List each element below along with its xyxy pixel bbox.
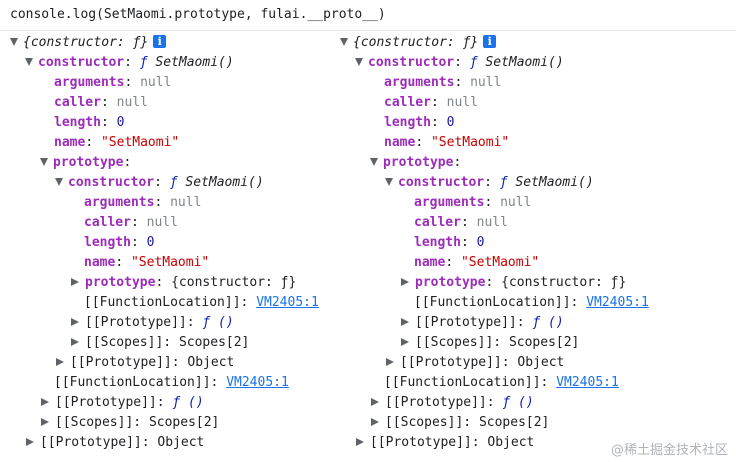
- property-caller: caller: null: [54, 95, 148, 110]
- object-summary: {constructor: ƒ}: [23, 35, 149, 50]
- function-location-link[interactable]: VM2405:1: [256, 295, 319, 310]
- collapse-triangle-icon[interactable]: [56, 357, 64, 366]
- property-name: name: "SetMaomi": [414, 255, 540, 270]
- property-arguments: arguments: null: [54, 75, 172, 90]
- property-length: length: 0: [54, 115, 125, 130]
- collapse-triangle-icon[interactable]: [71, 317, 79, 326]
- tree-node-scopes[interactable]: [[Scopes]]: Scopes[2]: [370, 413, 549, 433]
- property-function-location: [[FunctionLocation]]: VM2405:1: [54, 375, 289, 390]
- property-caller: caller: null: [414, 215, 508, 230]
- property-length: length: 0: [384, 115, 455, 130]
- property-function-location: [[FunctionLocation]]: VM2405:1: [384, 375, 619, 390]
- expand-triangle-icon[interactable]: [370, 157, 378, 166]
- tree-node-internal-prototype[interactable]: [[Prototype]]: ƒ (): [400, 313, 564, 333]
- collapse-triangle-icon[interactable]: [41, 397, 49, 406]
- property-name: name: "SetMaomi": [54, 135, 180, 150]
- expand-triangle-icon[interactable]: [55, 177, 63, 186]
- tree-node-prototype[interactable]: prototype:: [370, 153, 461, 173]
- tree-node-inner-prototype[interactable]: prototype: {constructor: ƒ}: [70, 273, 296, 293]
- object-summary: {constructor: ƒ}: [353, 35, 479, 50]
- tree-node-internal-prototype[interactable]: [[Prototype]]: Object: [25, 433, 204, 453]
- tree-node-internal-prototype[interactable]: [[Prototype]]: Object: [55, 353, 234, 373]
- expand-triangle-icon[interactable]: [10, 37, 18, 46]
- property-arguments: arguments: null: [384, 75, 502, 90]
- collapse-triangle-icon[interactable]: [401, 277, 409, 286]
- tree-node-internal-prototype[interactable]: [[Prototype]]: Object: [355, 433, 534, 453]
- property-name: name: "SetMaomi": [84, 255, 210, 270]
- collapse-triangle-icon[interactable]: [356, 437, 364, 446]
- expand-triangle-icon[interactable]: [25, 57, 33, 66]
- collapse-triangle-icon[interactable]: [401, 337, 409, 346]
- expand-triangle-icon[interactable]: [340, 37, 348, 46]
- expand-triangle-icon[interactable]: [40, 157, 48, 166]
- collapse-triangle-icon[interactable]: [371, 417, 379, 426]
- tree-node-constructor[interactable]: constructor: ƒ SetMaomi(): [25, 53, 234, 73]
- property-function-location: [[FunctionLocation]]: VM2405:1: [414, 295, 649, 310]
- tree-node-inner-constructor[interactable]: constructor: ƒ SetMaomi(): [55, 173, 264, 193]
- function-location-link[interactable]: VM2405:1: [556, 375, 619, 390]
- tree-root[interactable]: {constructor: ƒ} i: [10, 33, 167, 53]
- tree-node-internal-prototype[interactable]: [[Prototype]]: ƒ (): [370, 393, 534, 413]
- collapse-triangle-icon[interactable]: [386, 357, 394, 366]
- expand-triangle-icon[interactable]: [385, 177, 393, 186]
- tree-root[interactable]: {constructor: ƒ} i: [340, 33, 497, 53]
- tree-node-internal-prototype[interactable]: [[Prototype]]: ƒ (): [40, 393, 204, 413]
- property-length: length: 0: [84, 235, 155, 250]
- tree-node-prototype[interactable]: prototype:: [40, 153, 131, 173]
- tree-node-internal-prototype[interactable]: [[Prototype]]: ƒ (): [70, 313, 234, 333]
- collapse-triangle-icon[interactable]: [71, 277, 79, 286]
- collapse-triangle-icon[interactable]: [41, 417, 49, 426]
- tree-node-scopes[interactable]: [[Scopes]]: Scopes[2]: [400, 333, 579, 353]
- property-caller: caller: null: [384, 95, 478, 110]
- watermark: @稀土掘金技术社区: [610, 443, 728, 458]
- function-location-link[interactable]: VM2405:1: [226, 375, 289, 390]
- property-caller: caller: null: [84, 215, 178, 230]
- console-command: console.log(SetMaomi.prototype, fulai.__…: [0, 0, 736, 31]
- property-function-location: [[FunctionLocation]]: VM2405:1: [84, 295, 319, 310]
- tree-node-inner-prototype[interactable]: prototype: {constructor: ƒ}: [400, 273, 626, 293]
- property-name: name: "SetMaomi": [384, 135, 510, 150]
- tree-node-scopes[interactable]: [[Scopes]]: Scopes[2]: [70, 333, 249, 353]
- function-location-link[interactable]: VM2405:1: [586, 295, 649, 310]
- info-icon[interactable]: i: [483, 35, 497, 48]
- property-arguments: arguments: null: [84, 195, 202, 210]
- tree-node-inner-constructor[interactable]: constructor: ƒ SetMaomi(): [385, 173, 594, 193]
- tree-node-scopes[interactable]: [[Scopes]]: Scopes[2]: [40, 413, 219, 433]
- info-icon[interactable]: i: [153, 35, 167, 48]
- collapse-triangle-icon[interactable]: [26, 437, 34, 446]
- collapse-triangle-icon[interactable]: [371, 397, 379, 406]
- tree-node-constructor[interactable]: constructor: ƒ SetMaomi(): [355, 53, 564, 73]
- property-length: length: 0: [414, 235, 485, 250]
- property-arguments: arguments: null: [414, 195, 532, 210]
- expand-triangle-icon[interactable]: [355, 57, 363, 66]
- collapse-triangle-icon[interactable]: [401, 317, 409, 326]
- collapse-triangle-icon[interactable]: [71, 337, 79, 346]
- tree-node-internal-prototype[interactable]: [[Prototype]]: Object: [385, 353, 564, 373]
